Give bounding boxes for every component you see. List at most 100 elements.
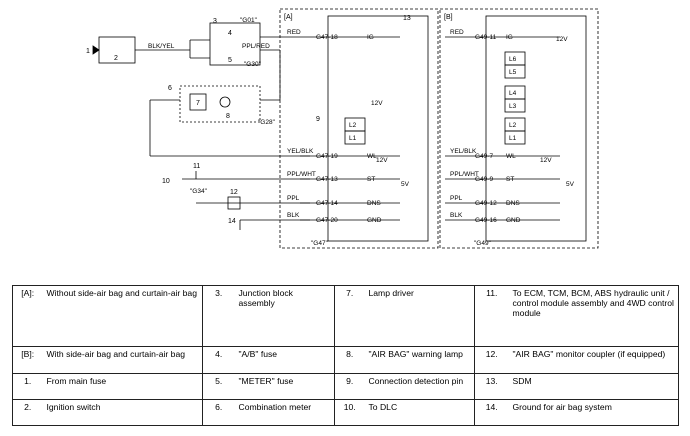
ref-g01: "G01" [240, 17, 258, 24]
legend-description: Ignition switch [42, 398, 203, 427]
node-4: 4 [228, 30, 232, 37]
wire-label: BLK [450, 212, 463, 219]
connector-pin: G49-11 [475, 34, 497, 41]
detection-loop: L4 [509, 90, 517, 97]
connector-pin: G47-19 [316, 153, 338, 160]
legend-description: To DLC [364, 398, 475, 427]
node-8: 8 [226, 113, 230, 120]
ref-g34: "G34" [190, 188, 208, 195]
ref-g47: "G47" [311, 240, 329, 247]
wire-label: YEL/BLK [287, 148, 314, 155]
legend-key: 1. [12, 372, 43, 400]
node-10: 10 [162, 178, 170, 185]
signal-label: GND [506, 217, 521, 224]
node-5: 5 [228, 57, 232, 64]
legend-table: [A]:Without side-air bag and curtain-air… [12, 284, 679, 427]
sdm-b [485, 15, 587, 242]
wire-label: RED [287, 29, 301, 36]
wire-ppl-red: PPL/RED [242, 43, 270, 50]
air-bag-warning-lamp [219, 96, 231, 108]
signal-label: DNS [506, 200, 520, 207]
legend-description: Lamp driver [364, 284, 475, 348]
from-main-fuse-arrow [92, 45, 100, 55]
junction-block [209, 22, 261, 66]
ref-g30: "G30" [244, 61, 262, 68]
legend-key: [A]: [12, 284, 43, 348]
signal-label: ST [367, 176, 375, 183]
wire-label: BLK [287, 212, 300, 219]
wire-label: YEL/BLK [450, 148, 477, 155]
legend-description: Connection detection pin [364, 372, 475, 400]
connector-pin: G49-16 [475, 217, 497, 224]
legend-key: 14. [474, 398, 509, 427]
legend-description: Ground for air bag system [508, 398, 679, 427]
connector-pin: G47-18 [316, 34, 338, 41]
legend-key: [B]: [12, 346, 43, 374]
node-7: 7 [196, 100, 200, 107]
signal-label: WL [367, 153, 377, 160]
signal-label: WL [506, 153, 516, 160]
legend-row: [B]:With side-air bag and curtain-air ba… [12, 346, 679, 374]
legend-key: 10. [334, 398, 365, 427]
connector-pin: G47-14 [316, 200, 338, 207]
voltage-12v-a: 12V [371, 100, 383, 107]
sdm-a [327, 15, 429, 242]
legend-row: [A]:Without side-air bag and curtain-air… [12, 284, 679, 348]
voltage-5v-b: 5V [566, 181, 575, 188]
connector-pin: G49-9 [475, 176, 493, 183]
air-bag-monitor-coupler [227, 196, 241, 210]
signal-label: DNS [367, 200, 381, 207]
voltage-12v-b2: 12V [540, 157, 552, 164]
node-9: 9 [316, 116, 320, 123]
detection-loop: L2 [349, 122, 357, 129]
legend-key: 2. [12, 398, 43, 427]
legend-key: 11. [474, 284, 509, 348]
connector-pin: G49-12 [475, 200, 497, 207]
panel-a-frame [279, 8, 439, 249]
node-11: 11 [193, 163, 200, 170]
legend-key: 8. [334, 346, 365, 374]
detection-loop: L2 [509, 122, 517, 129]
node-14: 14 [228, 218, 236, 225]
node-1: 1 [86, 48, 90, 55]
node-6: 6 [168, 85, 172, 92]
connector-pin: G49-7 [475, 153, 493, 160]
wire-label: PPL/WHT [450, 171, 479, 178]
legend-key: 13. [474, 372, 509, 400]
legend-key: 7. [334, 284, 365, 348]
detection-loop: L1 [349, 135, 357, 142]
legend-description: "METER" fuse [234, 372, 335, 400]
legend-description: With side-air bag and curtain-air bag [42, 346, 203, 374]
detection-loop: L3 [509, 103, 517, 110]
detection-loop: L6 [509, 56, 517, 63]
legend-description: "A/B" fuse [234, 346, 335, 374]
legend-description: "AIR BAG" monitor coupler (if equipped) [508, 346, 679, 374]
voltage-12v-a2: 12V [376, 157, 388, 164]
wire-label: PPL [450, 195, 463, 202]
wiring-diagram: 1 2 3 4 5 6 7 8 9 10 11 12 13 14 [A] [B]… [86, 8, 599, 249]
wire-blk-yel: BLK/YEL [148, 43, 175, 50]
legend-description: Combination meter [234, 398, 335, 427]
signal-label: IG [506, 34, 513, 41]
lamp-driver [189, 93, 207, 111]
node-3: 3 [213, 18, 217, 25]
wire-label: RED [450, 29, 464, 36]
legend-key: 6. [202, 398, 235, 427]
signal-label: IG [367, 34, 374, 41]
node-2: 2 [114, 55, 118, 62]
section-b-label: [B] [444, 14, 453, 21]
legend-key: 4. [202, 346, 235, 374]
legend-key: 5. [202, 372, 235, 400]
signal-label: ST [506, 176, 514, 183]
legend-description: Junction block assembly [234, 284, 335, 348]
legend-key: 9. [334, 372, 365, 400]
ref-g49: "G49" [474, 240, 492, 247]
legend-description: "AIR BAG" warning lamp [364, 346, 475, 374]
voltage-12v-b: 12V [556, 36, 568, 43]
detection-loop: L1 [509, 135, 517, 142]
legend-key: 12. [474, 346, 509, 374]
voltage-5v-a: 5V [401, 181, 410, 188]
ref-g28: "G28" [258, 119, 276, 126]
